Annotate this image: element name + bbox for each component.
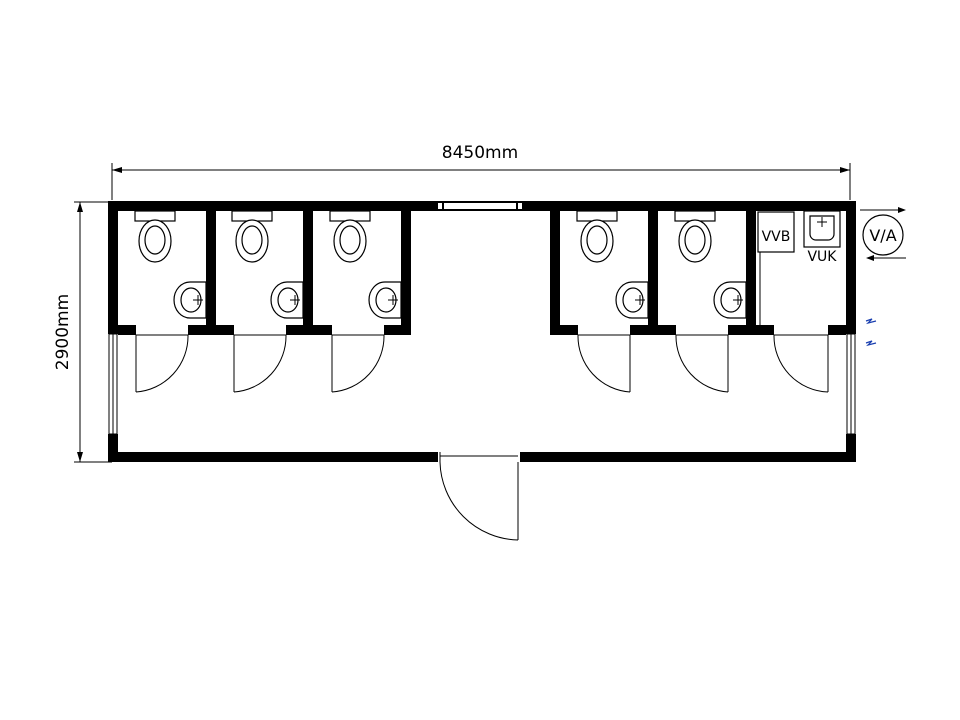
basin-1 <box>173 281 207 319</box>
toilet-2 <box>231 210 273 263</box>
window-left <box>108 333 118 435</box>
toilet-4 <box>576 210 618 263</box>
cubicle-walls <box>118 201 846 335</box>
entrance-door <box>439 452 519 541</box>
door-5 <box>675 334 729 393</box>
window-right <box>846 333 856 435</box>
basin-3 <box>368 281 402 319</box>
door-1 <box>135 334 189 393</box>
door-3 <box>331 334 385 393</box>
water-heater <box>757 211 795 253</box>
utility-room: VVB VUK <box>757 210 841 325</box>
door-2 <box>233 334 287 393</box>
door-4 <box>577 334 631 393</box>
basin-5 <box>713 281 747 319</box>
ventilation-symbol: V/A <box>860 207 906 261</box>
utility-sink-label: VUK <box>807 249 837 265</box>
outer-walls <box>108 201 856 462</box>
basin-2 <box>270 281 304 319</box>
height-label: 2900mm <box>53 294 73 370</box>
basin-4 <box>615 281 649 319</box>
toilet-1 <box>134 210 176 263</box>
width-dimension: 8450mm <box>111 143 851 200</box>
toilet-5 <box>674 210 716 263</box>
ventilation-label: V/A <box>869 226 896 245</box>
electrical-icon <box>865 318 877 347</box>
height-dimension: 2900mm <box>53 201 112 463</box>
toilet-3 <box>329 210 371 263</box>
water-heater-label: VVB <box>762 229 791 245</box>
door-6 <box>773 334 829 393</box>
width-label: 8450mm <box>442 143 518 163</box>
